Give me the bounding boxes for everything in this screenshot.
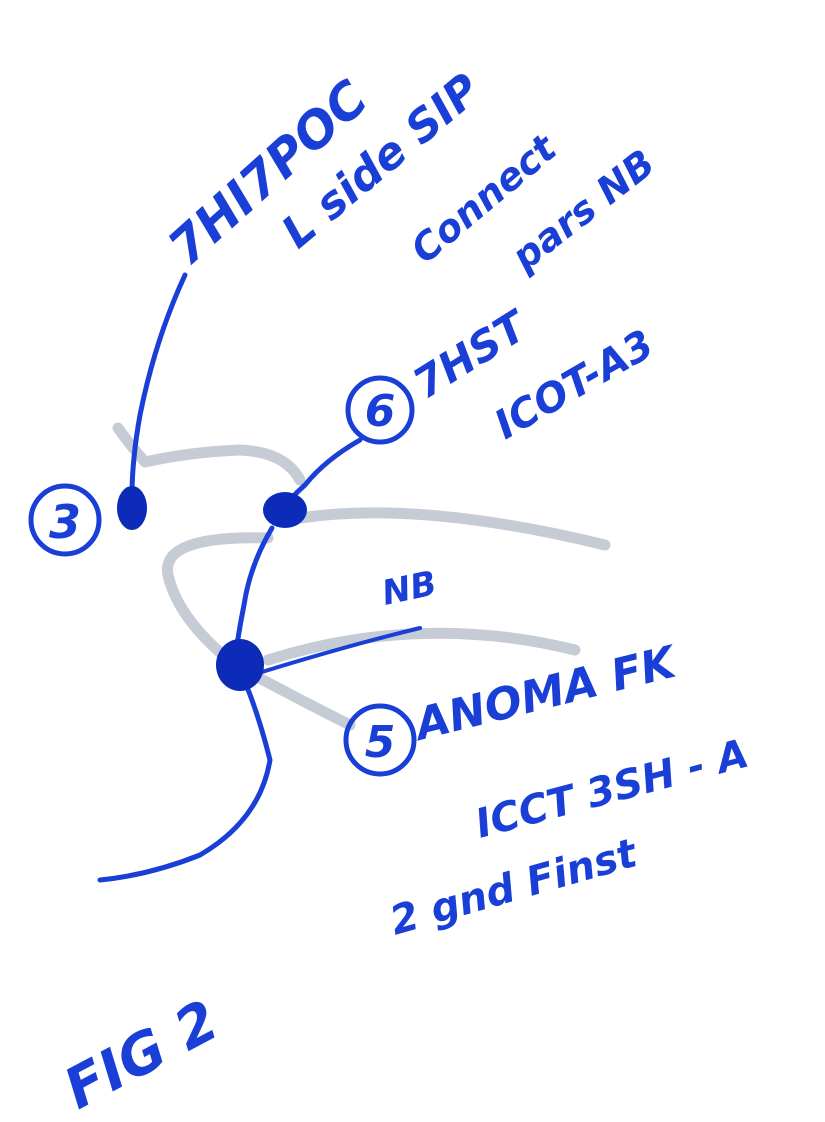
- pencil-nb-upper: [294, 507, 611, 551]
- leader-line-top: [129, 272, 188, 498]
- main-trunk: [97, 525, 275, 883]
- pencil-strokes: [112, 422, 611, 731]
- pencil-upper-curve: [112, 422, 306, 486]
- pencil-nb-lower: [262, 627, 581, 666]
- marker-6-circle: [345, 375, 415, 445]
- marker-5-circle: [343, 703, 417, 777]
- branch-line: [260, 626, 422, 674]
- marker-3-label: 3: [49, 495, 81, 549]
- annotation-nb: NB: [379, 563, 441, 613]
- knot-blobs: [117, 486, 307, 691]
- marker-5: 5: [343, 703, 417, 777]
- annotation-anom-1: ANOMA FK: [407, 636, 683, 751]
- annotation-anom-3: 2 gnd Finst: [385, 830, 644, 945]
- knot-blob-lower: [216, 639, 264, 691]
- circled-markers: 3 6 5: [28, 375, 417, 777]
- marker-5-label: 5: [365, 717, 396, 768]
- knot-blob-upper-left: [117, 486, 147, 530]
- pencil-loop: [161, 532, 356, 731]
- marker-3: 3: [28, 483, 102, 557]
- figure-caption: FIG 2: [54, 988, 229, 1122]
- knot-blob-middle: [263, 492, 307, 528]
- marker-6: 6: [345, 375, 415, 445]
- ink-lines: [97, 272, 422, 883]
- marker-3-circle: [28, 483, 102, 557]
- marker-6-label: 6: [365, 386, 396, 437]
- annotation-anom-2: ICCT 3SH - A: [471, 731, 754, 848]
